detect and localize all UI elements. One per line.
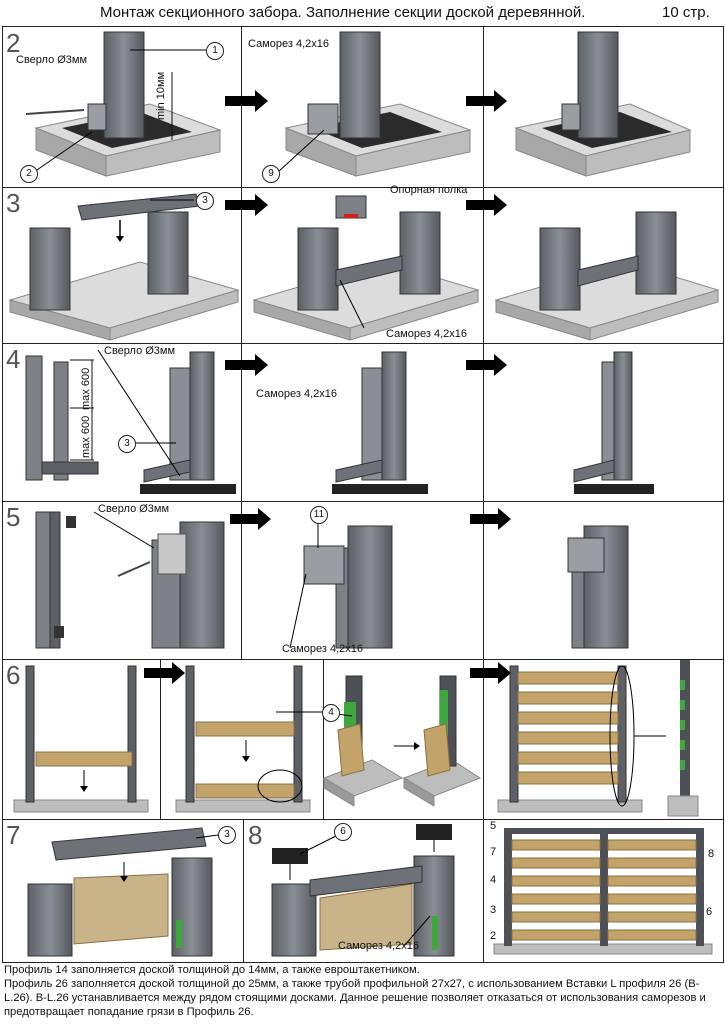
note-line: Профиль 14 заполняется доской толщиной д…	[4, 964, 420, 976]
note-line: Профиль 26 заполняется доской толщиной д…	[4, 978, 706, 1018]
callout-11: 11	[310, 506, 328, 524]
row-divider	[3, 659, 723, 660]
col-divider	[483, 27, 484, 659]
col-divider	[243, 819, 244, 962]
row-divider	[3, 501, 723, 502]
legend-4: 4	[490, 874, 497, 886]
row-divider	[3, 819, 723, 820]
step-number: 7	[6, 820, 21, 850]
instruction-grid	[2, 26, 724, 963]
screw-label: Саморез 4,2x16	[386, 328, 467, 340]
callout-2: 2	[20, 165, 38, 183]
support-shelf-label: Опорная полка	[390, 184, 468, 196]
step-number: 3	[6, 188, 21, 218]
screw-label: Саморез 4,2x16	[256, 388, 337, 400]
max600-label: max 600	[80, 367, 92, 410]
callout-4: 4	[322, 704, 340, 722]
legend-5: 5	[490, 820, 497, 832]
drill	[25, 109, 85, 115]
callout-3: 3	[196, 192, 214, 210]
step-number: 6	[6, 660, 21, 690]
legend-7: 7	[490, 846, 497, 858]
step-number: 2	[6, 28, 21, 58]
page-number: 10 стр.	[662, 4, 710, 21]
screw-label: Саморез 4,2x16	[338, 940, 419, 952]
callout-1: 1	[206, 42, 224, 60]
post	[103, 31, 145, 139]
page-title: Монтаж секционного забора. Заполнение се…	[100, 4, 586, 21]
screw-label: Саморез 4,2x16	[282, 643, 363, 655]
step-number: 8	[248, 820, 263, 850]
col-divider	[241, 27, 242, 659]
step-number: 5	[6, 502, 21, 532]
drill-label: Сверло Ø3мм	[16, 54, 88, 66]
screw-label: Саморез 4,2x16	[248, 38, 329, 50]
col-divider	[483, 819, 484, 962]
legend-6: 6	[706, 906, 713, 918]
callout-9: 9	[262, 165, 280, 183]
legend-8: 8	[708, 848, 715, 860]
drill-label: Сверло Ø3мм	[104, 345, 176, 357]
bracket	[87, 103, 107, 131]
col-divider	[323, 659, 324, 819]
callout-6: 6	[334, 823, 352, 841]
col-divider	[160, 659, 161, 819]
callout-3: 3	[218, 826, 236, 844]
col-divider	[483, 659, 484, 819]
row-divider	[3, 343, 723, 344]
notes: Профиль 14 заполняется доской толщиной д…	[4, 963, 720, 1019]
row-divider	[3, 187, 723, 188]
legend-2: 2	[490, 930, 497, 942]
legend-3: 3	[490, 904, 497, 916]
drill-label: Сверло Ø3мм	[98, 503, 170, 515]
min10-label: min 10мм	[155, 71, 167, 120]
callout-3: 3	[118, 435, 136, 453]
max600-label: max 600	[80, 415, 92, 458]
step-number: 4	[6, 344, 21, 374]
